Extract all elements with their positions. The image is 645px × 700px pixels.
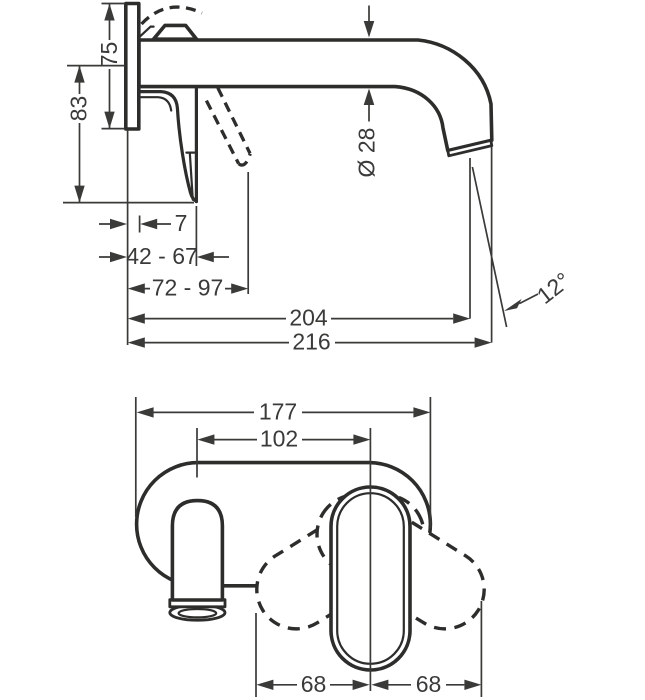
arrowhead <box>197 434 215 445</box>
handle-open-edge <box>216 87 252 155</box>
handle-top-hub <box>138 25 155 38</box>
arrowhead <box>74 185 85 203</box>
dim-label-plate-height: 75 <box>96 42 122 68</box>
arrowhead <box>127 313 145 324</box>
arrowhead <box>136 407 154 418</box>
dim-label-range-inner: 42 - 67 <box>126 243 198 269</box>
spout-body-front <box>170 498 225 602</box>
handle-top-swing-dashed <box>140 5 203 26</box>
stream-angle-annotation: 12° <box>469 147 575 343</box>
arrowhead <box>363 21 375 38</box>
arrowhead <box>110 251 127 263</box>
dim-plate-width: 177 <box>134 397 432 528</box>
dim-label-range-outer: 72 - 97 <box>152 275 224 301</box>
handle-open-tip <box>237 153 252 167</box>
dim-handle-drop: 83 <box>63 64 194 204</box>
arrowhead <box>353 434 371 445</box>
spout-side <box>137 38 494 153</box>
front-view: 177 102 68 68 <box>134 397 486 697</box>
dim-swing-left: 68 <box>255 613 370 697</box>
dim-spout-diameter: Ø 28 <box>354 5 380 178</box>
leader-line <box>518 293 539 305</box>
dim-label-plate-thickness: 7 <box>175 210 188 236</box>
dim-label-handle-drop: 83 <box>66 96 92 122</box>
arrowhead <box>352 679 370 690</box>
arrowhead <box>140 218 158 230</box>
dim-label-swing-right: 68 <box>416 671 442 697</box>
handle-inner-edge <box>138 96 173 112</box>
dim-label-reach-total: 216 <box>292 329 330 355</box>
spout-mouth-band <box>446 139 494 158</box>
spout-outlet-inner <box>177 607 218 619</box>
arrowhead <box>104 3 115 21</box>
side-view: Ø 28 75 83 7 42 - <box>63 1 575 355</box>
handle-side <box>138 87 198 204</box>
dim-reach-water: 204 <box>127 305 471 331</box>
arrowhead <box>464 679 482 690</box>
arrowhead <box>104 111 115 129</box>
arrowhead <box>256 679 274 690</box>
arrowhead <box>453 313 471 324</box>
handle-open-edge <box>204 99 241 165</box>
wall-plate-side <box>124 1 141 131</box>
dim-label-spout-diameter: Ø 28 <box>354 128 380 178</box>
dim-plate-height: 75 <box>96 2 125 130</box>
arrowhead <box>127 283 145 294</box>
handle-open-dashed <box>204 87 252 167</box>
handle-top-cap <box>151 23 199 41</box>
dim-label-spout-to-handle: 102 <box>260 426 298 452</box>
dim-range-inner: 42 - 67 <box>99 206 229 269</box>
arrowhead <box>231 283 249 294</box>
dim-label-reach-water: 204 <box>289 305 328 331</box>
arrowhead <box>110 218 127 230</box>
arrowhead <box>504 298 522 311</box>
spout-front <box>168 498 227 622</box>
dim-range-outer: 72 - 97 <box>127 172 250 301</box>
arrowhead <box>127 337 145 348</box>
dim-swing-right: 68 <box>371 601 483 697</box>
handle-back-edge <box>138 90 198 203</box>
arrowhead <box>74 65 85 83</box>
stream-lines <box>469 147 508 343</box>
dim-label-stream-angle: 12° <box>532 267 575 309</box>
dim-plate-thickness: 7 <box>99 210 187 236</box>
handle-seam <box>185 151 198 201</box>
arrowhead <box>371 679 389 690</box>
arrowhead <box>413 407 431 418</box>
arrowhead <box>363 88 375 105</box>
dim-label-plate-width: 177 <box>259 398 297 424</box>
arrowhead <box>474 337 492 348</box>
dim-reach-total: 216 <box>127 329 492 355</box>
arrowhead <box>196 251 214 263</box>
dim-spout-to-handle: 102 <box>196 426 371 478</box>
dim-label-swing-left: 68 <box>301 671 327 697</box>
